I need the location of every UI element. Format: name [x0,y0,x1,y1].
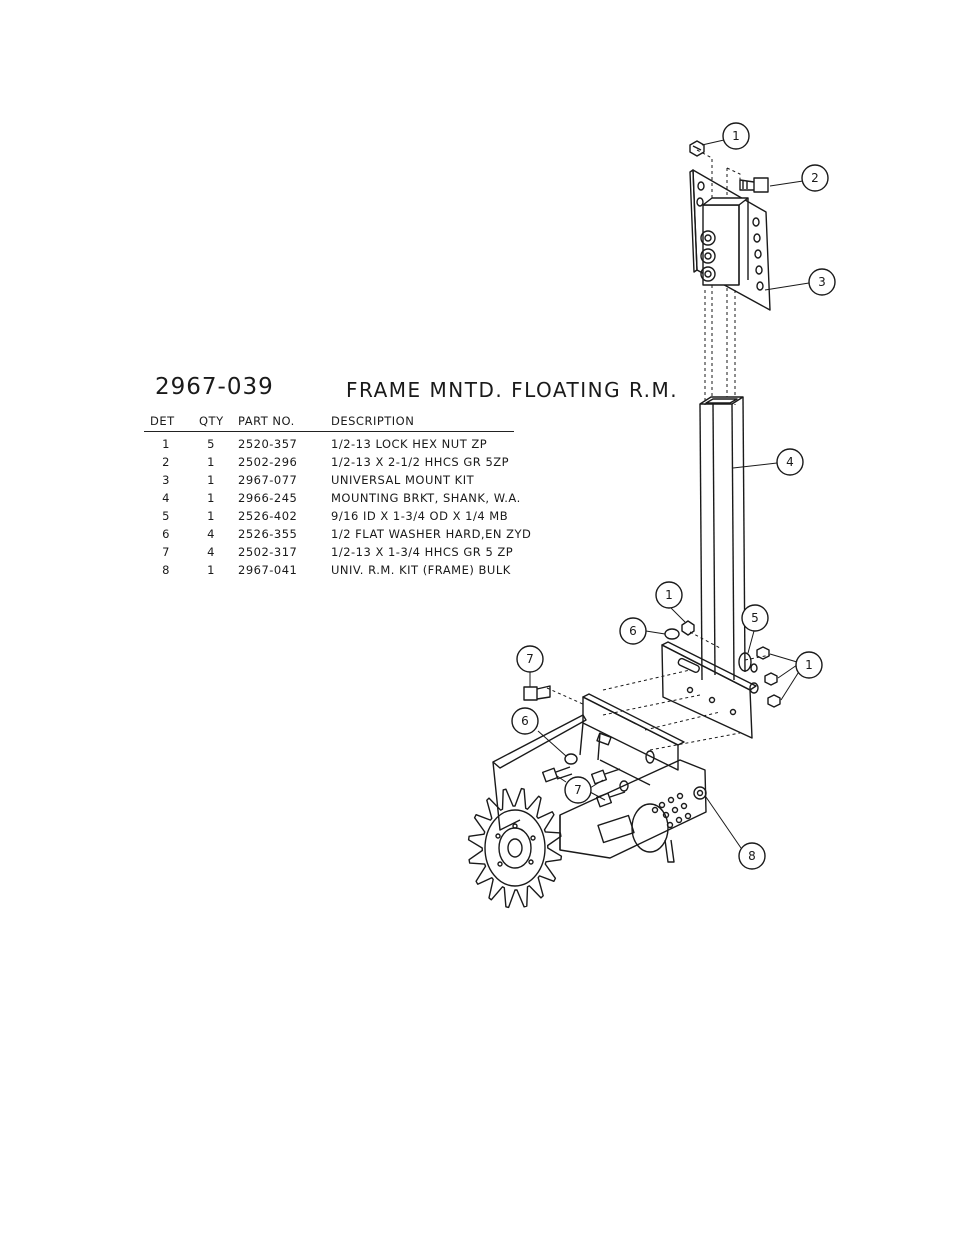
callout-bubble-lower-bolts: 7 [564,776,592,804]
row-qty: 4 [207,545,215,559]
callout-bubble-nut-group: 1 [795,651,823,679]
callout-bubble-top-bolt: 2 [801,164,829,192]
row-part-no: 2502-296 [238,455,298,469]
universal-mount-plate [689,169,771,311]
callout-bubble-upper-washer: 6 [619,617,647,645]
callout-bubble-top-nut: 1 [722,122,750,150]
frame-bracket [492,693,685,831]
table-row: 4 1 2966-245 MOUNTING BRKT, SHANK, W.A. [0,491,560,509]
row-qty: 1 [207,473,215,487]
row-cleaner-toothed-wheel [467,787,563,909]
row-description: UNIVERSAL MOUNT KIT [331,473,475,487]
table-row: 6 4 2526-355 1/2 FLAT WASHER HARD,EN ZYD [0,527,560,545]
row-cleaner-kit [559,759,707,863]
row-det: 7 [162,545,170,559]
callout-number: 7 [526,652,534,666]
table-row: 5 1 2526-402 9/16 ID X 1-3/4 OD X 1/4 MB [0,509,560,527]
row-description: 9/16 ID X 1-3/4 OD X 1/4 MB [331,509,509,523]
assembly-title: FRAME MNTD. FLOATING R.M. [346,378,679,402]
row-det: 5 [162,509,170,523]
callout-number: 1 [732,129,740,143]
row-qty: 4 [207,527,215,541]
callout-bubble-row-cleaner: 8 [738,842,766,870]
row-part-no: 2967-041 [238,563,298,577]
table-row: 1 5 2520-357 1/2-13 LOCK HEX NUT ZP [0,437,560,455]
callout-number: 1 [665,588,673,602]
row-part-no: 2520-357 [238,437,298,451]
row-det: 4 [162,491,170,505]
row-qty: 1 [207,563,215,577]
lower-flat-washer [564,753,578,765]
row-det: 6 [162,527,170,541]
callout-bubble-mb-washer: 5 [741,604,769,632]
callout-bubble-upper-nut: 1 [655,581,683,609]
row-det: 3 [162,473,170,487]
mb-washer [738,652,752,672]
row-part-no: 2526-355 [238,527,298,541]
row-description: 1/2-13 X 2-1/2 HHCS GR 5ZP [331,455,510,469]
top-bolt [739,177,769,193]
column-header-qty: QTY [199,414,224,428]
row-description: MOUNTING BRKT, SHANK, W.A. [331,491,521,505]
table-header-rule [144,431,514,432]
column-header-part-no: PART NO. [238,414,295,428]
callout-bubble-shank: 4 [776,448,804,476]
upper-flat-washer [664,628,680,640]
row-description: 1/2 FLAT WASHER HARD,EN ZYD [331,527,532,541]
row-description: UNIV. R.M. KIT (FRAME) BULK [331,563,511,577]
assembly-part-number: 2967-039 [155,374,274,400]
row-part-no: 2502-317 [238,545,298,559]
parts-table-header: DET QTY PART NO. DESCRIPTION [0,414,560,432]
callout-number: 1 [805,658,813,672]
lock-nut-group [749,646,781,708]
row-qty: 1 [207,491,215,505]
callout-number: 2 [811,171,819,185]
callout-bubble-mount-plate: 3 [808,268,836,296]
table-row: 3 1 2967-077 UNIVERSAL MOUNT KIT [0,473,560,491]
table-row: 8 1 2967-041 UNIV. R.M. KIT (FRAME) BULK [0,563,560,581]
row-det: 2 [162,455,170,469]
callout-number: 6 [629,624,637,638]
row-qty: 5 [207,437,215,451]
row-description: 1/2-13 LOCK HEX NUT ZP [331,437,488,451]
row-description: 1/2-13 X 1-3/4 HHCS GR 5 ZP [331,545,514,559]
row-qty: 1 [207,509,215,523]
shank-tube [699,396,746,681]
row-qty: 1 [207,455,215,469]
row-det: 8 [162,563,170,577]
row-part-no: 2967-077 [238,473,298,487]
column-header-description: DESCRIPTION [331,414,415,428]
mounting-bracket-plate [661,641,757,739]
callout-number: 7 [574,783,582,797]
callout-bubble-left-bolt: 7 [516,645,544,673]
left-bolt [523,685,551,701]
upper-lock-nut [681,620,695,636]
callout-number: 5 [751,611,759,625]
row-det: 1 [162,437,170,451]
table-row: 2 1 2502-296 1/2-13 X 2-1/2 HHCS GR 5ZP [0,455,560,473]
row-part-no: 2526-402 [238,509,298,523]
column-header-det: DET [150,414,175,428]
callout-number: 4 [786,455,794,469]
callout-number: 3 [818,275,826,289]
callout-bubble-lower-washer: 6 [511,707,539,735]
top-lock-nut [689,140,705,157]
callout-number: 8 [748,849,756,863]
row-part-no: 2966-245 [238,491,298,505]
callout-leader-lines [529,139,810,849]
callout-number: 6 [521,714,529,728]
table-row: 7 4 2502-317 1/2-13 X 1-3/4 HHCS GR 5 ZP [0,545,560,563]
